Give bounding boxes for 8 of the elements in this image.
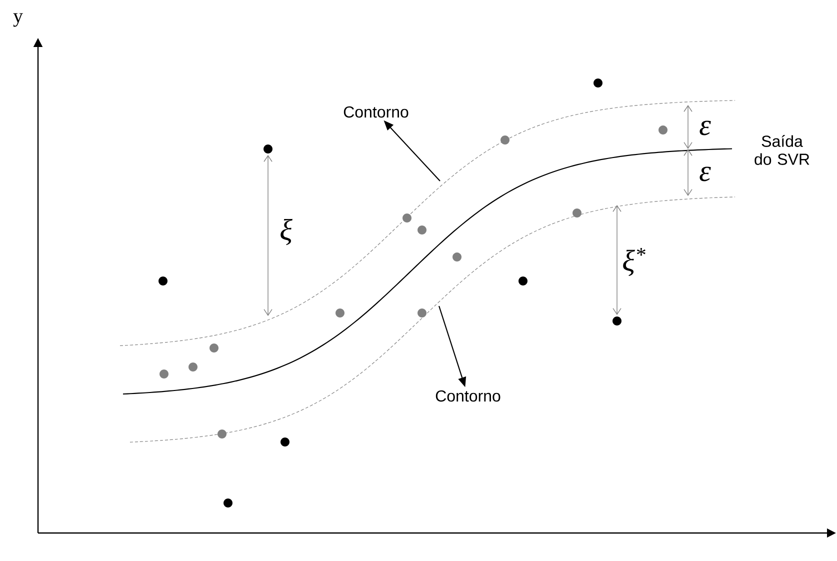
epsilon-symbol: ε <box>700 166 711 182</box>
boundary-label: Contorno <box>344 106 408 118</box>
slack-symbol: ξ$^{*}$ <box>623 248 646 276</box>
curve-label: Saída do SVR <box>754 135 810 165</box>
epsilon-symbol: ε <box>700 120 711 136</box>
axis-label: y <box>13 13 23 27</box>
boundary-label: Contorno <box>436 390 500 402</box>
slack-symbol: ξ <box>280 218 292 246</box>
